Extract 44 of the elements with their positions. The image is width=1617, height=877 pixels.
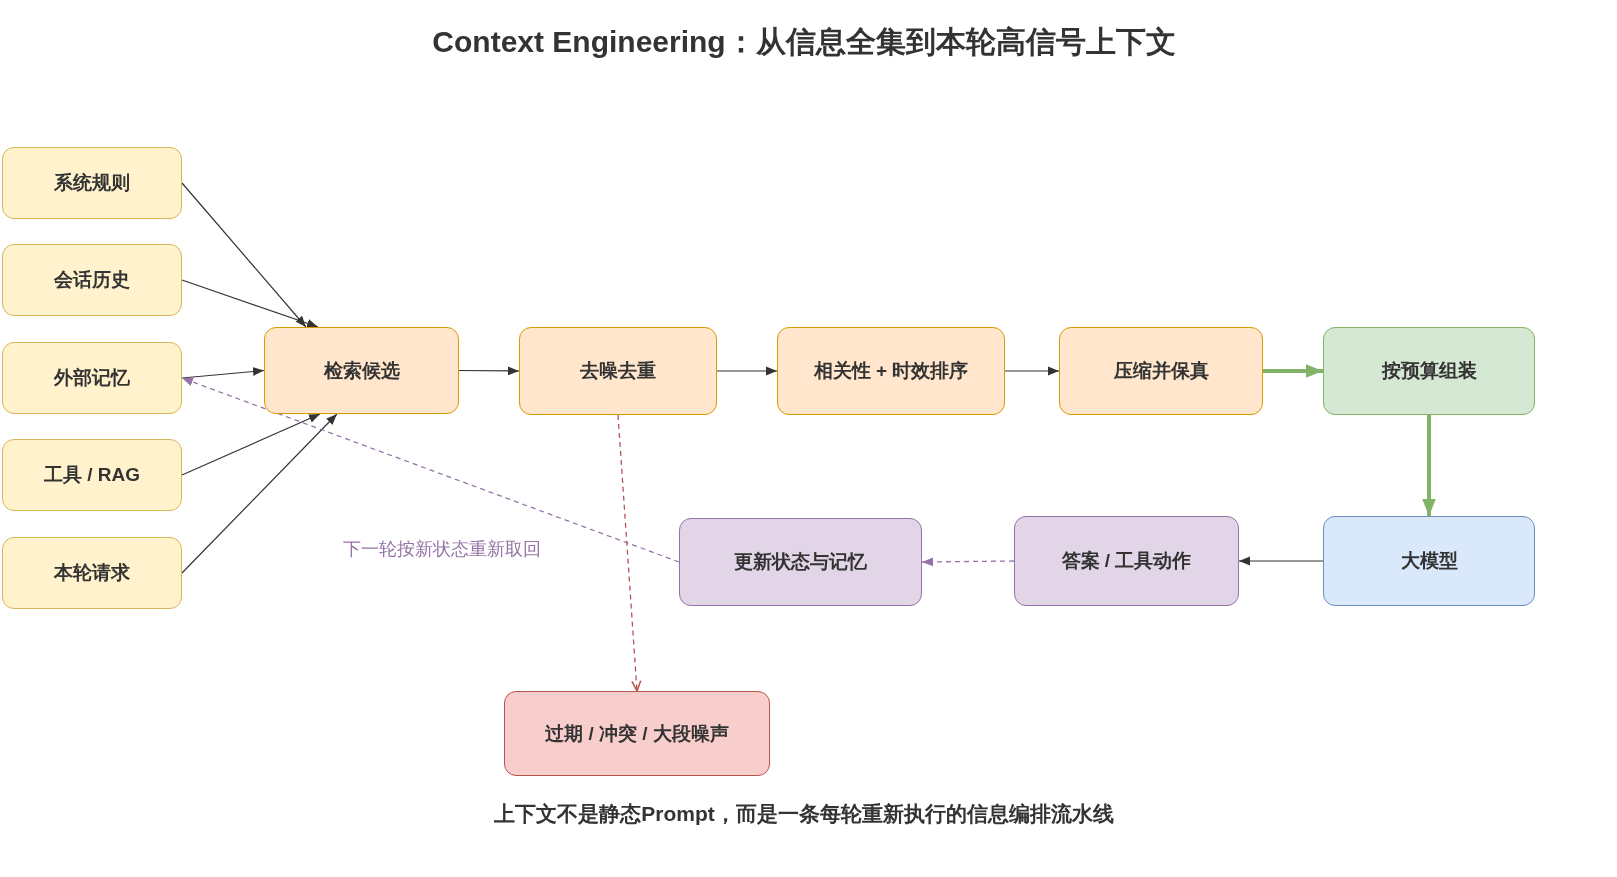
arrow [1004,366,1060,376]
node-label: 会话历史 [54,268,130,292]
process-box [1323,327,1535,415]
source-box [2,342,182,414]
diagram-caption: 上下文不是静态Prompt，而是一条每轮重新执行的信息编排流水线 [494,801,1114,827]
node-label: 更新状态与记忆 [734,550,867,574]
source-box [2,537,182,609]
arrow [181,367,265,379]
node-label: 压缩并保真 [1113,359,1209,383]
source-box [2,147,182,219]
thick-arrow [1263,364,1323,378]
node-label: 系统规则 [54,171,130,195]
node-label: 检索候选 [323,358,400,383]
discard-box [504,691,770,776]
source-box [2,439,182,511]
dashed-arrow [617,414,642,692]
diagram-title: Context Engineering：从信息全集到本轮高信号上下文 [432,24,1176,60]
node-label: 按预算组装 [1381,359,1477,383]
arrow [181,413,338,574]
process-box [1014,516,1239,606]
process-box [679,518,922,606]
node-label: 相关性 + 时效排序 [813,359,969,383]
node-label: 过期 / 冲突 / 大段噪声 [545,721,729,746]
arrow [458,366,520,376]
source-box [2,244,182,316]
process-box [264,327,459,414]
dashed-arrow [921,557,1015,567]
arrow [181,279,319,328]
process-box [1059,327,1263,415]
model-box [1323,516,1535,606]
arrow [181,413,321,476]
process-box [777,327,1005,415]
node-label: 答案 / 工具动作 [1061,549,1192,573]
node-label: 工具 / RAG [43,463,141,487]
thick-arrow [1422,415,1436,516]
arrow [181,182,307,328]
node-label: 去噪去重 [580,359,656,383]
node-label: 本轮请求 [54,561,130,585]
process-box [519,327,717,415]
dashed-arrow [181,377,680,563]
arrow [1238,556,1324,566]
node-label: 大模型 [1400,549,1458,573]
node-label: 外部记忆 [54,366,130,390]
arrow [716,366,778,376]
